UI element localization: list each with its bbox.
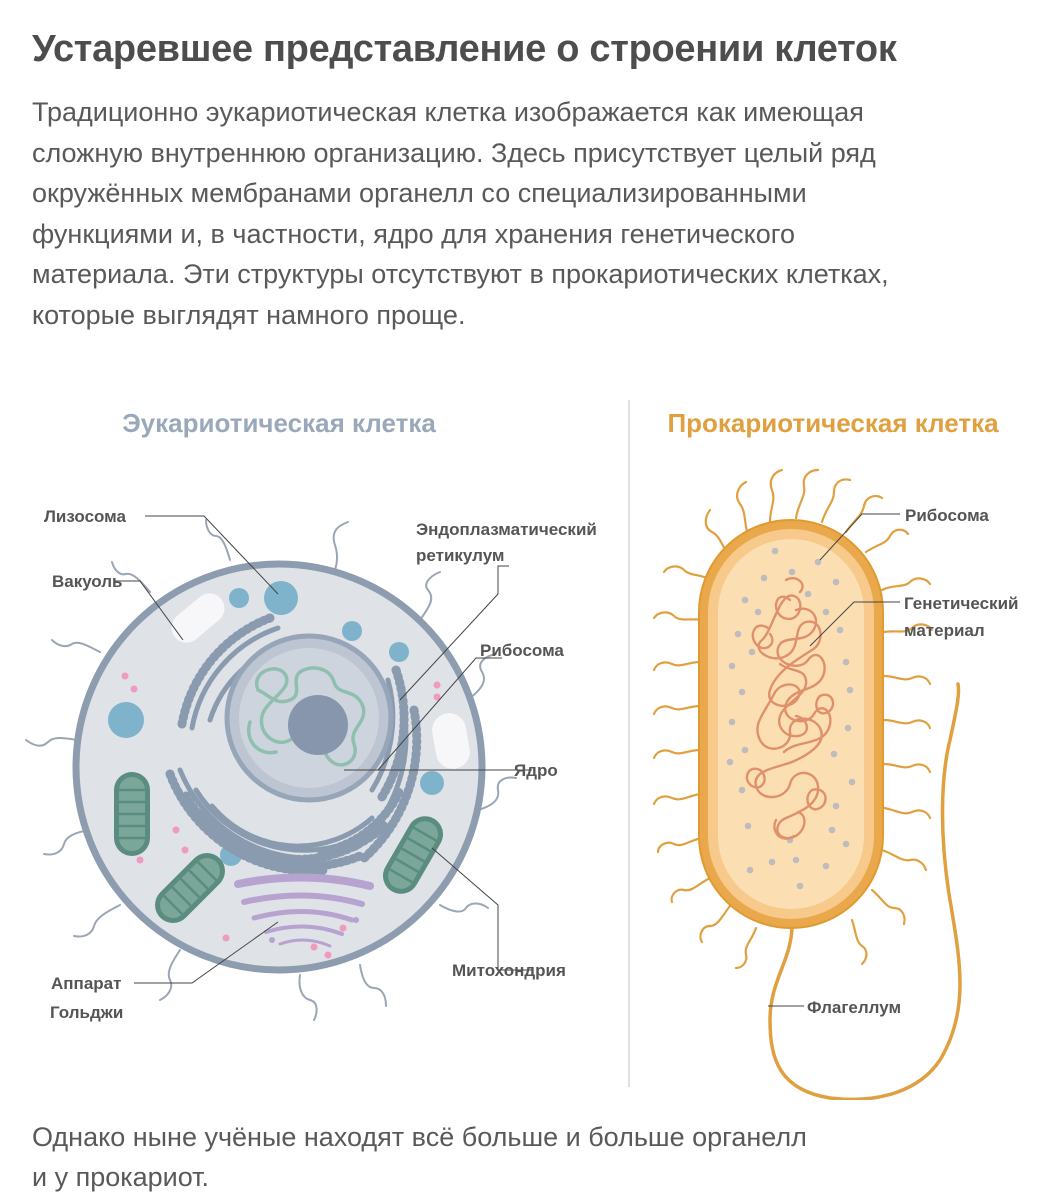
label-pro-ribosome: Рибосома xyxy=(905,506,989,525)
intro-line: материала. Эти структуры отсутствуют в п… xyxy=(32,259,889,289)
eukaryote-cell xyxy=(25,519,517,1021)
genetic-material xyxy=(745,577,835,840)
eukaryote-heading: Эукариотическая клетка xyxy=(122,408,436,438)
label-flagellum: Флагеллум xyxy=(807,998,901,1017)
prokaryote-heading: Прокариотическая клетка xyxy=(667,408,999,438)
endoplasmic-reticulum xyxy=(165,613,422,876)
lysosomes xyxy=(108,581,444,866)
eukaryote-leaders xyxy=(115,515,532,984)
golgi-apparatus xyxy=(234,873,374,948)
label-nucleus: Ядро xyxy=(514,761,558,780)
flagellum xyxy=(768,682,962,1100)
page-title: Устаревшее представление о строении клет… xyxy=(32,28,897,70)
vacuole-shape xyxy=(171,593,225,643)
cell-comparison-diagram: Эукариотическая клетка xyxy=(25,400,1018,1100)
intro-line: Традиционно эукариотическая клетка изобр… xyxy=(32,97,864,127)
intro-line: которые выглядят намного проще. xyxy=(32,299,466,330)
vacuole-shape xyxy=(432,713,470,769)
chromatin xyxy=(246,666,366,767)
pili xyxy=(652,468,934,970)
label-genetic-line2: материал xyxy=(904,621,985,640)
eukaryote-cilia xyxy=(25,519,517,1021)
label-golgi-line2: Гольджи xyxy=(50,1003,123,1022)
label-vacuole: Вакуоль xyxy=(52,572,122,591)
label-er-line2: ретикулум xyxy=(416,546,505,565)
nucleolus xyxy=(288,695,348,755)
prokaryote-cell xyxy=(652,468,962,1100)
intro-line: сложную внутреннюю организацию. Здесь пр… xyxy=(32,137,876,168)
outro-paragraph: Однако ныне учёные находят всё больше и … xyxy=(32,1117,1022,1197)
prokaryote-leaders xyxy=(768,513,900,1007)
outro-line: и у прокариот. xyxy=(32,1162,210,1192)
outro-line: Однако ныне учёные находят всё больше и … xyxy=(32,1122,807,1152)
label-er-line1: Эндоплазматический xyxy=(416,520,597,539)
mitochondria xyxy=(114,772,443,923)
label-ribosome: Рибосома xyxy=(480,641,564,660)
label-golgi-line1: Аппарат xyxy=(51,974,121,993)
label-genetic-line1: Генетический xyxy=(904,594,1018,613)
label-lysosome: Лизосома xyxy=(44,507,127,526)
label-mitochondrion: Митохондрия xyxy=(452,961,566,980)
pink-granules xyxy=(121,672,441,959)
intro-line: окружённых мембранами органелл со специа… xyxy=(32,178,807,208)
intro-paragraph: Традиционно эукариотическая клетка изобр… xyxy=(32,92,1022,335)
intro-line: функциями и, в частности, ядро для хране… xyxy=(32,218,796,249)
